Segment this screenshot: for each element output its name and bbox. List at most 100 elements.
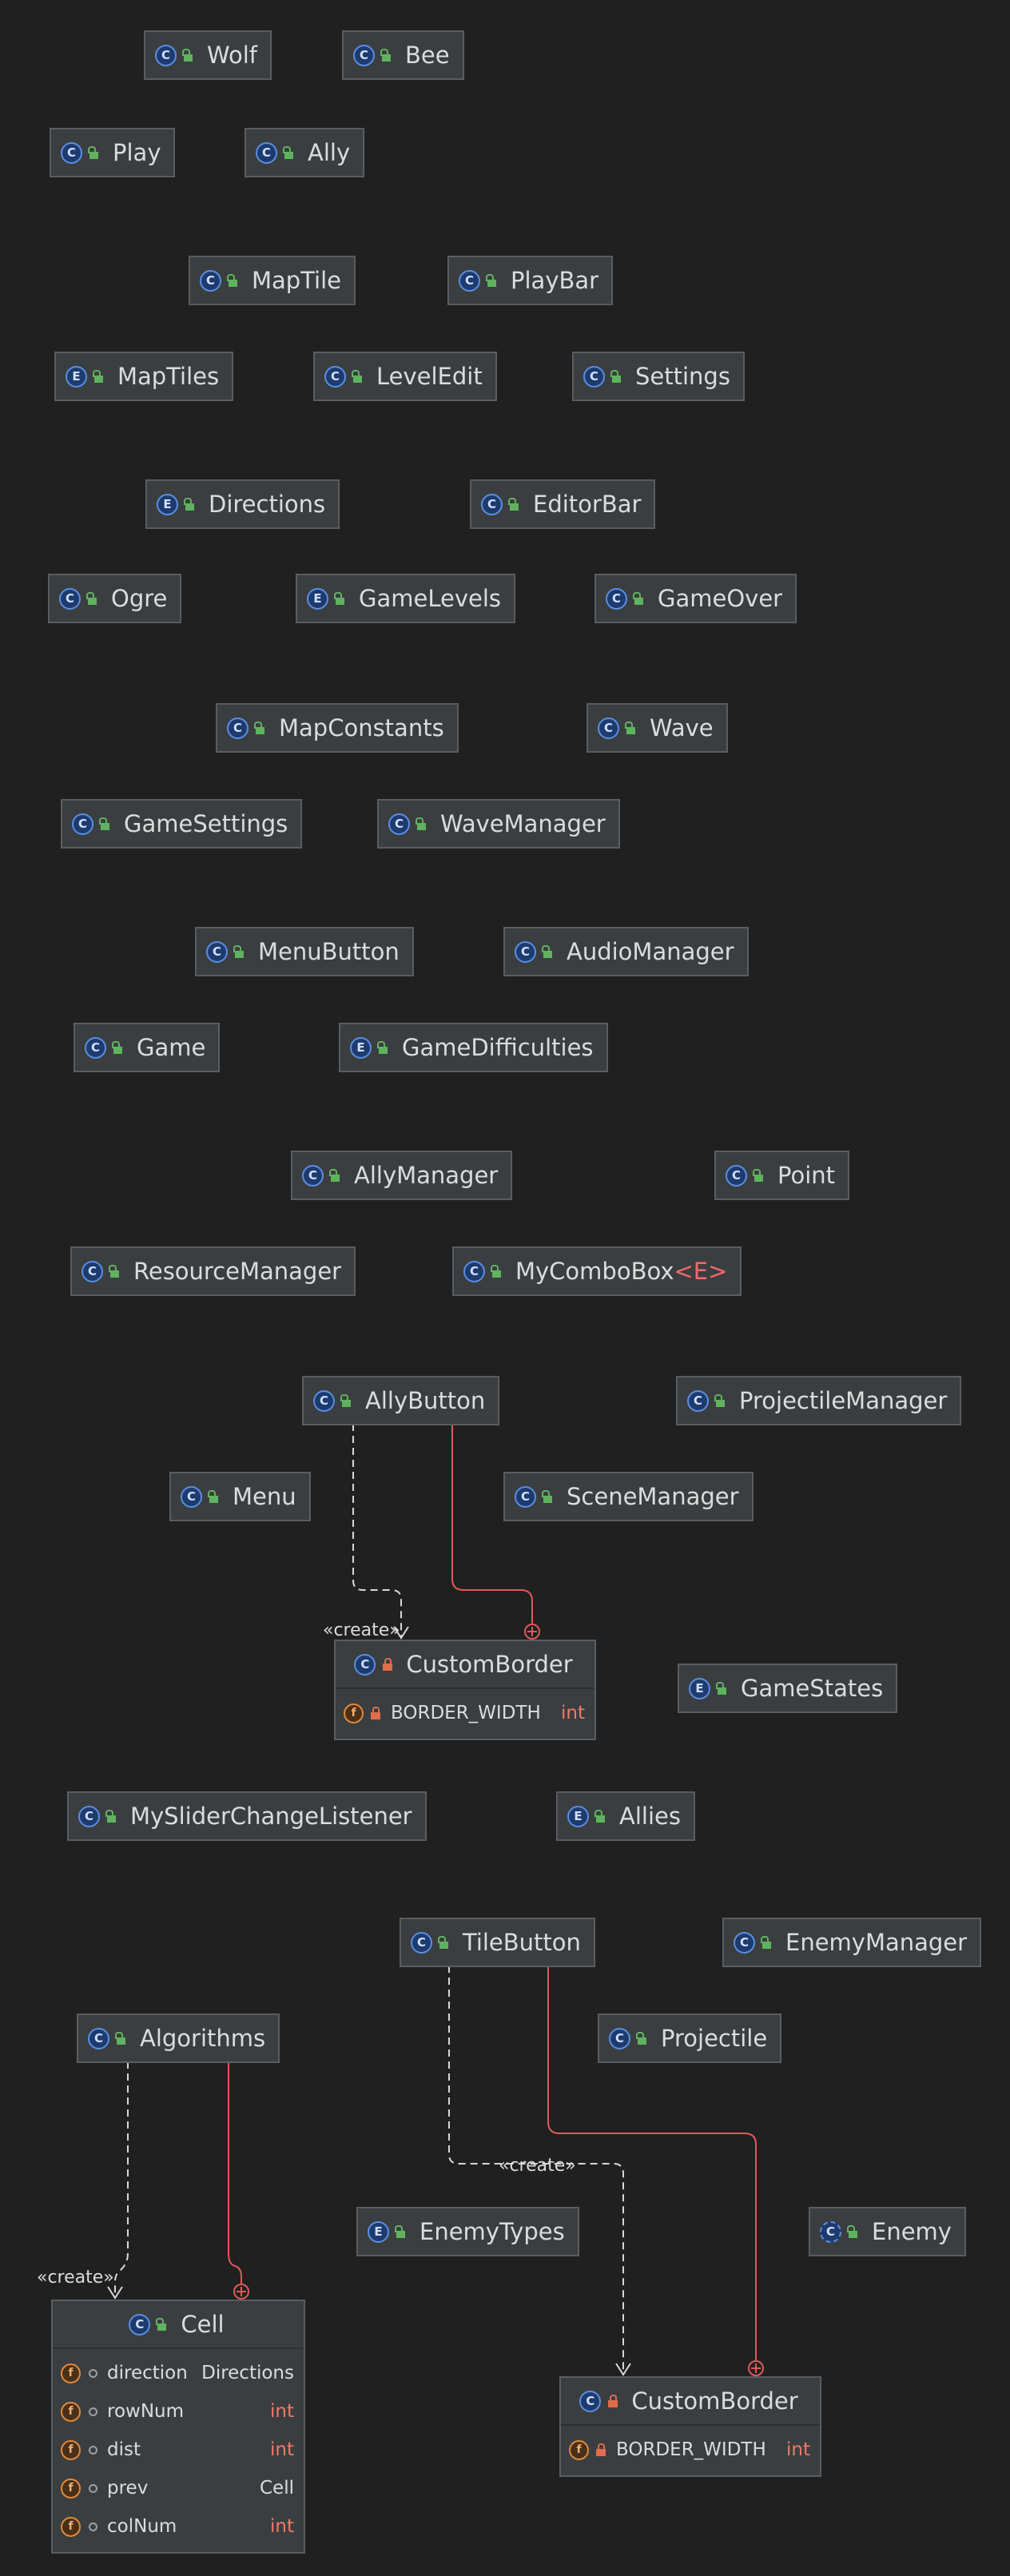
- class-icon: C: [411, 1931, 432, 1954]
- class-icon: C: [609, 2027, 630, 2049]
- class-icon: C: [256, 141, 277, 164]
- open-arrowhead: [615, 2363, 631, 2376]
- public-visibility-icon: [253, 722, 266, 734]
- class-icon: C: [354, 1653, 376, 1676]
- package-visibility-icon: [89, 2522, 97, 2531]
- public-visibility-icon: [715, 1682, 728, 1695]
- field-type: int: [561, 1703, 585, 1723]
- public-visibility-icon: [594, 1810, 606, 1823]
- class-icon: C: [206, 940, 228, 963]
- class-name: CustomBorder: [406, 1651, 573, 1678]
- public-visibility-icon: [92, 370, 105, 383]
- private-visibility-icon: [606, 2395, 618, 2407]
- nesting-plus-mark: [751, 2363, 761, 2373]
- public-visibility-icon: [376, 1041, 389, 1054]
- class-name: Wave: [650, 714, 714, 741]
- public-visibility-icon: [624, 722, 637, 734]
- create-dependency-edge: [352, 1424, 402, 1638]
- public-visibility-icon: [282, 146, 295, 159]
- class-icon: C: [726, 1164, 747, 1187]
- class-name: Directions: [209, 491, 326, 518]
- class-name: EnemyManager: [785, 1929, 968, 1956]
- private-visibility-icon: [368, 1707, 381, 1719]
- public-visibility-icon: [108, 1265, 121, 1278]
- class-name: Wolf: [207, 42, 257, 69]
- class-name: MapTile: [252, 267, 341, 294]
- package-visibility-icon: [89, 2368, 97, 2378]
- class-icon: C: [463, 1260, 485, 1282]
- class-name: GameStates: [741, 1675, 884, 1702]
- class-icon: C: [302, 1164, 324, 1187]
- class-icon: C: [78, 1805, 100, 1827]
- public-visibility-icon: [226, 274, 239, 287]
- field-type: int: [786, 2439, 810, 2460]
- class-name: GameDifficulties: [402, 1034, 594, 1061]
- field-name: direction: [107, 2363, 188, 2383]
- public-visibility-icon: [632, 592, 645, 605]
- field-type: int: [270, 2439, 294, 2460]
- field-type: Cell: [260, 2478, 294, 2498]
- class-name: AudioManager: [567, 938, 734, 965]
- public-visibility-icon: [485, 274, 498, 287]
- class-icon: C: [85, 1036, 106, 1059]
- class-icon: C: [388, 813, 410, 835]
- class-icon: C: [129, 2313, 151, 2335]
- field-name: BORDER_WIDTH: [616, 2439, 766, 2460]
